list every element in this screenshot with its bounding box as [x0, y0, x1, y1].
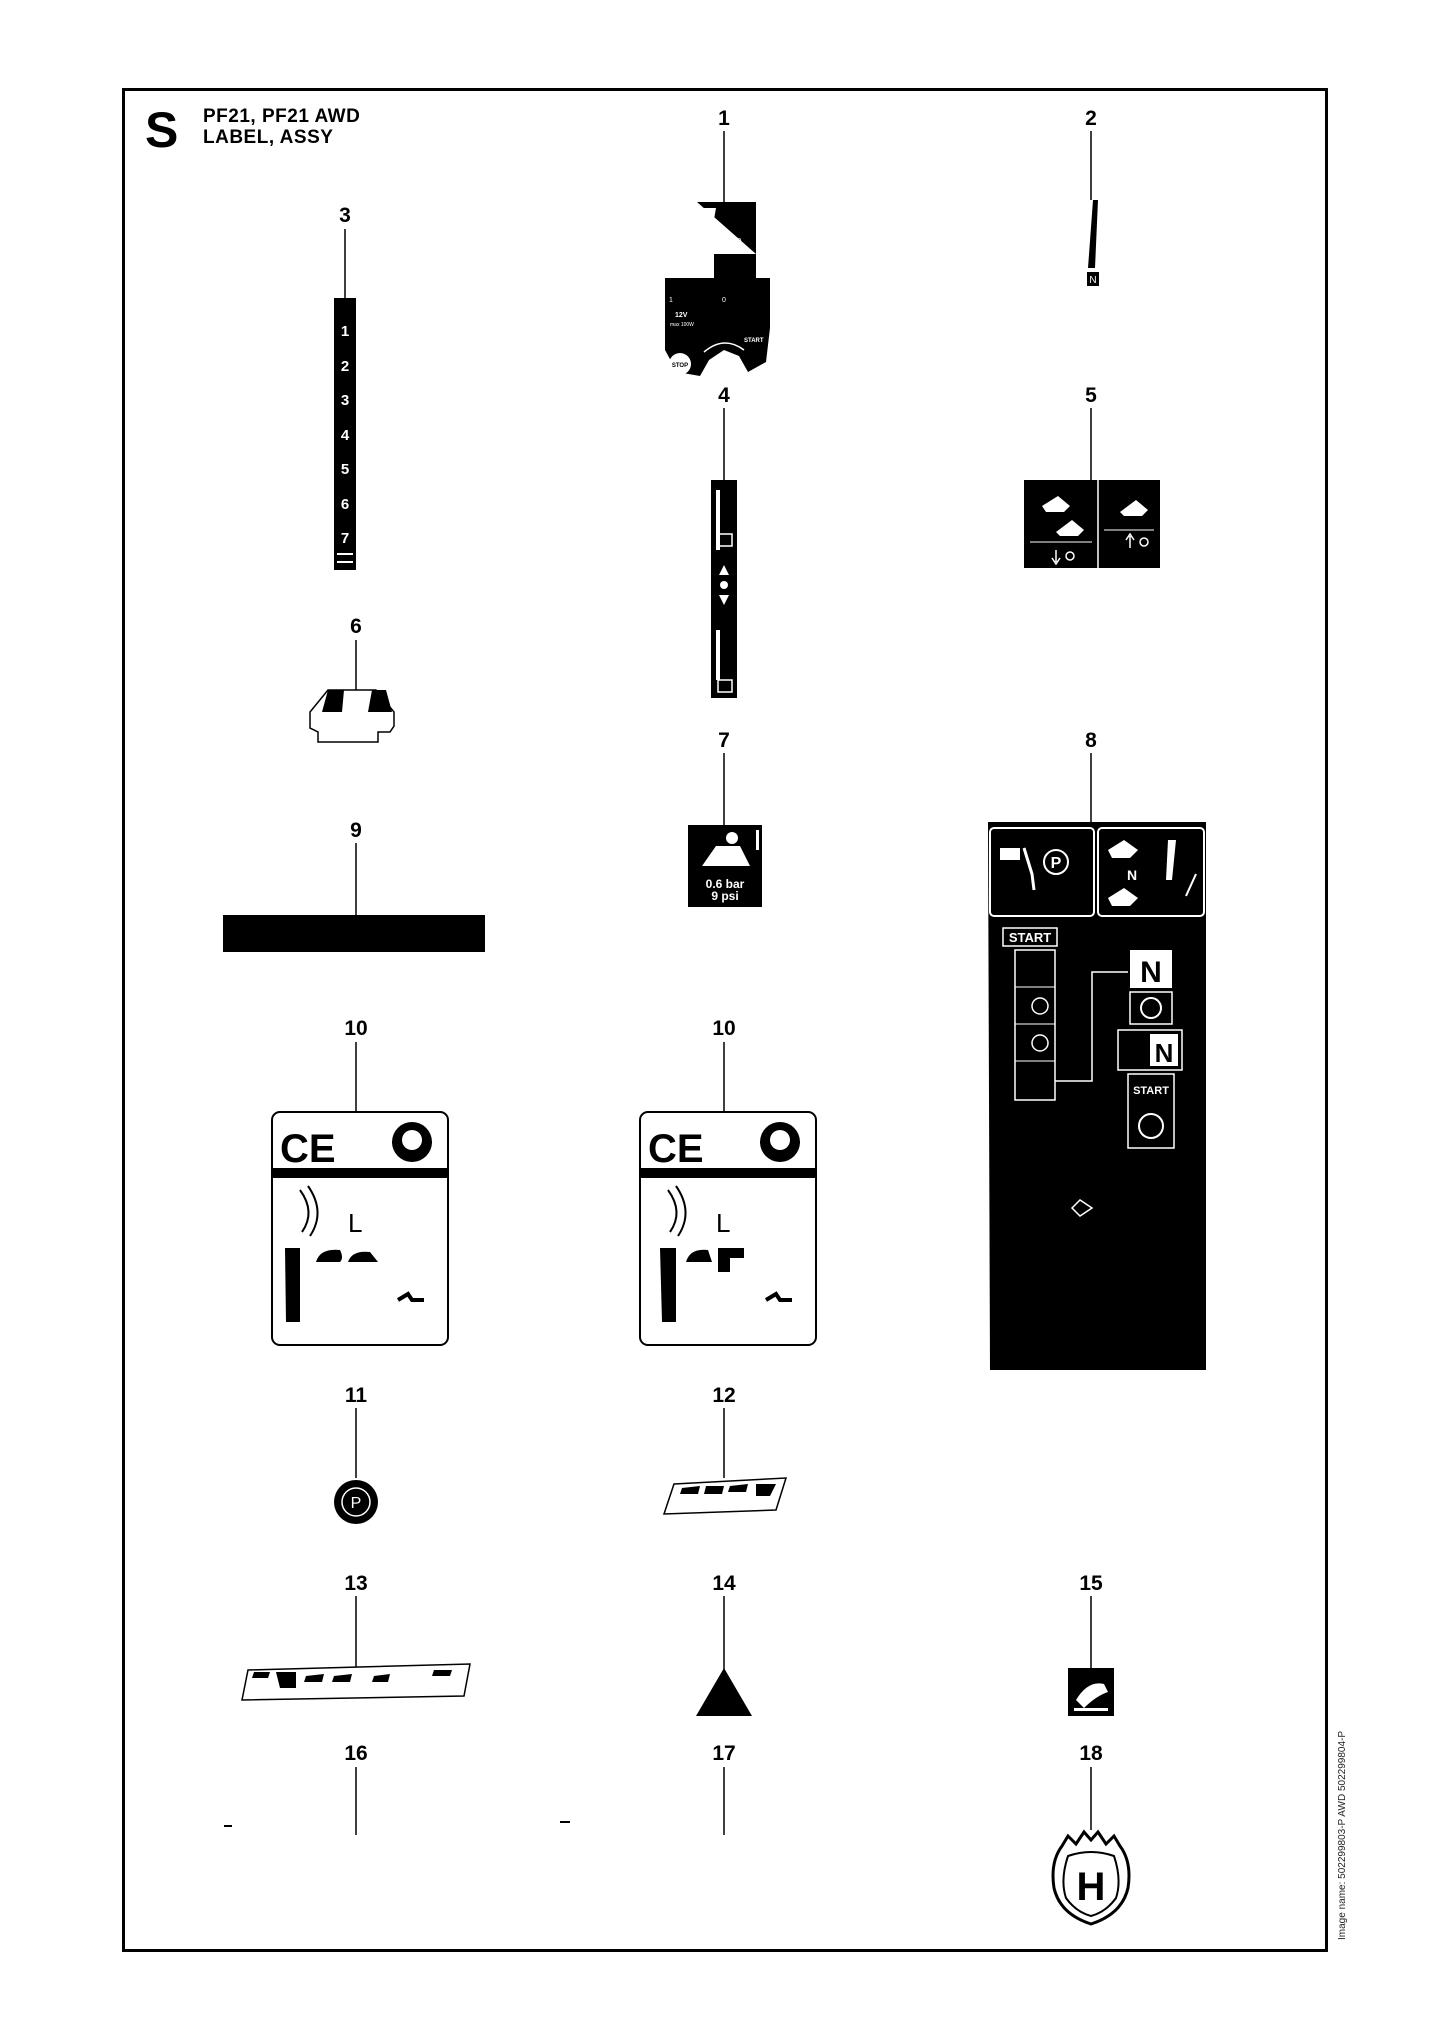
- callout-10a: 10: [344, 1017, 367, 1040]
- label-12-curved-strip: [662, 1477, 788, 1515]
- label-4-lever-strip: [711, 480, 737, 698]
- label-1-max: max 100W: [670, 322, 694, 328]
- label-6-step-shape: [309, 689, 395, 743]
- label-8-operator-decal: P N START N N START: [988, 822, 1206, 1370]
- callout-16: 16: [344, 1742, 367, 1765]
- label-13-long-strip: [241, 1663, 471, 1701]
- callout-2: 2: [1085, 107, 1097, 130]
- label-3-step-6: 6: [341, 496, 349, 513]
- label-7-bar: 0.6 bar: [706, 877, 745, 891]
- label-8-start-top: START: [1009, 930, 1051, 945]
- callout-1: 1: [718, 107, 730, 130]
- label-10a-lwa: L: [348, 1208, 362, 1238]
- callout-15: 15: [1079, 1572, 1103, 1595]
- label-7-tyre-pressure: 0.6 bar 9 psi: [688, 825, 762, 907]
- label-8-parking-symbol: P: [1051, 855, 1062, 872]
- label-1-stop: STOP: [672, 363, 688, 369]
- label-1-ignition: 1 ♯0 1 0 12V max 100W STOP START: [665, 202, 770, 376]
- label-8-neutral: N: [1127, 867, 1137, 883]
- label-2-wedge: N: [1087, 200, 1099, 286]
- section-letter: S: [145, 102, 179, 158]
- label-10b-lwa: L: [716, 1208, 730, 1238]
- label-10b-ce-mark: CE: [648, 1127, 704, 1171]
- label-11-parking-button: P: [334, 1480, 378, 1524]
- callout-3: 3: [339, 204, 351, 227]
- callout-4: 4: [718, 384, 730, 407]
- callout-13: 13: [344, 1572, 367, 1595]
- label-3-step-1: 1: [341, 323, 349, 340]
- callout-11: 11: [345, 1384, 368, 1407]
- label-1-mark-0: ♯0: [733, 237, 742, 246]
- label-1-mark-1: 1: [724, 237, 729, 246]
- label-15-hand-pictogram: [1068, 1668, 1114, 1716]
- callout-17: 17: [712, 1742, 735, 1765]
- label-10a-ce-mark: CE: [280, 1127, 336, 1171]
- label-8-neutral-big: N: [1140, 956, 1162, 989]
- label-3-gear-strip: 1 2 3 4 5 6 7: [334, 298, 356, 570]
- label-3-step-4: 4: [341, 427, 350, 444]
- label-5-loader-pictogram: [1024, 480, 1160, 568]
- callout-numbers: 1 2 3 4 5 6 7 8 9 10 10 11 12 13 14 15 1…: [339, 107, 1103, 1765]
- label-7-psi: 9 psi: [711, 889, 738, 903]
- model-title: PF21, PF21 AWD: [203, 106, 361, 127]
- callout-6: 6: [350, 615, 362, 638]
- label-1-start: START: [744, 338, 764, 344]
- callout-5: 5: [1085, 384, 1097, 407]
- callout-14: 14: [712, 1572, 736, 1595]
- label-14-warning-triangle: [696, 1668, 752, 1716]
- callout-7: 7: [718, 729, 730, 752]
- label-10a-noise-ce: CE L: [271, 1111, 449, 1346]
- label-18-h-letter: H: [1077, 1865, 1106, 1909]
- label-8-neutral-small: N: [1155, 1038, 1174, 1068]
- label-3-step-5: 5: [341, 461, 349, 478]
- callout-8: 8: [1085, 729, 1097, 752]
- label-10b-noise-ce: CE L: [639, 1111, 817, 1346]
- drawing-frame: [122, 88, 1328, 1952]
- label-2-mark: N: [1089, 275, 1096, 286]
- label-11-p-symbol: P: [351, 1495, 362, 1512]
- label-8-start-mid: START: [1133, 1085, 1169, 1097]
- label-18-crown-emblem: H: [1051, 1829, 1131, 1926]
- label-9-black-strip: [223, 915, 485, 952]
- label-1-num-0: 0: [722, 297, 726, 304]
- callout-12: 12: [712, 1384, 735, 1407]
- callout-9: 9: [350, 819, 362, 842]
- callout-10b: 10: [712, 1017, 735, 1040]
- assembly-title: LABEL, ASSY: [203, 127, 334, 148]
- label-3-step-7: 7: [341, 530, 349, 547]
- label-3-step-3: 3: [341, 392, 349, 409]
- label-3-step-2: 2: [341, 358, 349, 375]
- label-1-voltage: 12V: [675, 312, 688, 319]
- callout-18: 18: [1079, 1742, 1103, 1765]
- label-1-num-1: 1: [669, 297, 673, 304]
